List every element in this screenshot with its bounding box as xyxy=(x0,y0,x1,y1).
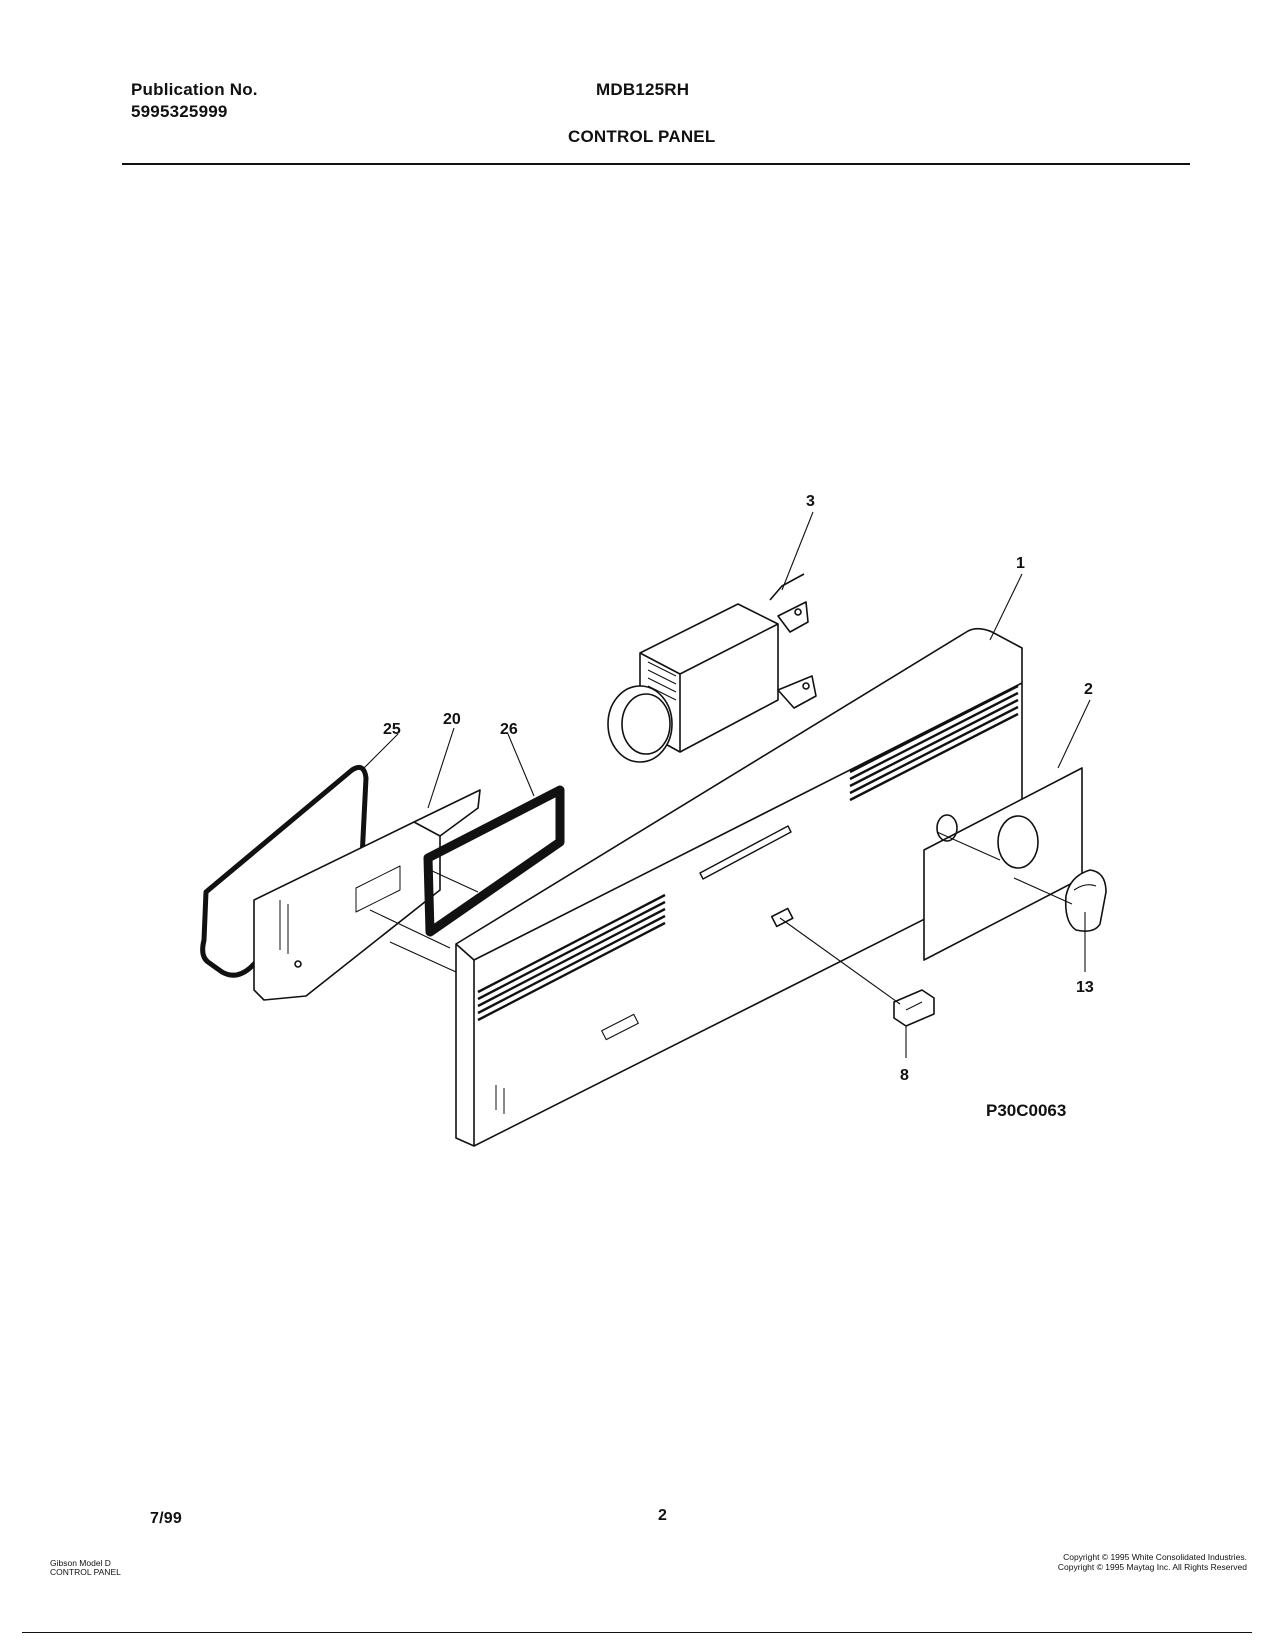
footer-model-label: Gibson Model D xyxy=(50,1558,111,1568)
figure-code: P30C0063 xyxy=(986,1101,1066,1120)
callout-20: 20 xyxy=(443,711,461,728)
section-title: CONTROL PANEL xyxy=(568,127,716,146)
header-divider xyxy=(122,163,1190,165)
copyright-line-2: Copyright © 1995 Maytag Inc. All Rights … xyxy=(1057,1562,1247,1572)
callout-8: 8 xyxy=(900,1067,909,1084)
callout-2: 2 xyxy=(1084,681,1093,698)
footer-divider xyxy=(22,1632,1252,1633)
footer-section-label: CONTROL PANEL xyxy=(50,1567,121,1577)
model-number: MDB125RH xyxy=(596,80,690,99)
dispenser xyxy=(253,789,481,1001)
issue-date: 7/99 xyxy=(150,1510,182,1527)
callout-13: 13 xyxy=(1076,979,1094,996)
frame-gasket xyxy=(423,785,565,937)
timer xyxy=(607,573,817,763)
publication-number: 5995325999 xyxy=(131,102,228,121)
callout-26: 26 xyxy=(500,721,518,738)
gasket xyxy=(200,764,369,978)
publication-label: Publication No. xyxy=(131,80,258,99)
callout-3: 3 xyxy=(806,493,815,510)
knob xyxy=(1064,869,1107,932)
callout-1: 1 xyxy=(1016,555,1025,572)
copyright-line-1: Copyright © 1995 White Consolidated Indu… xyxy=(1063,1552,1247,1562)
callout-25: 25 xyxy=(383,721,401,738)
page-number: 2 xyxy=(658,1507,668,1524)
switch xyxy=(893,989,935,1027)
control-panel-housing xyxy=(455,627,1023,1147)
